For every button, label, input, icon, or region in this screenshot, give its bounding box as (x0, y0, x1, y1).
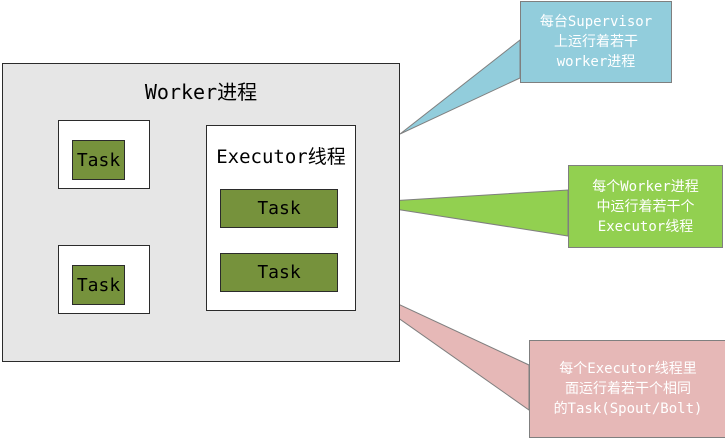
executor-callout: 每个Executor线程里 面运行着若干个相同 的Task(Spout/Bolt… (529, 340, 725, 438)
worker-callout: 每个Worker进程 中运行着若干个 Executor线程 (568, 165, 723, 248)
blue-callout-pointer (399, 38, 521, 135)
task-box: Task (72, 265, 125, 305)
task-box: Task (220, 253, 338, 292)
callout-line: 中运行着若干个 (596, 198, 695, 215)
callout-line: 面运行着若干个相同 (564, 381, 691, 397)
callout-line: 每台Supervisor (539, 14, 653, 30)
task-box: Task (220, 189, 338, 228)
supervisor-callout: 每台Supervisor 上运行着若干 worker进程 (520, 1, 672, 83)
callout-line: 上运行着若干 (553, 34, 638, 50)
worker-title: Worker进程 (144, 80, 258, 104)
callout-line: worker进程 (556, 54, 636, 70)
callout-line: 每个Worker进程 (592, 178, 699, 195)
task-box: Task (72, 140, 125, 180)
callout-line: Executor线程 (597, 218, 694, 235)
callout-line: 的Task(Spout/Bolt) (553, 401, 703, 417)
executor-title: Executor线程 (216, 146, 346, 168)
callout-line: 每个Executor线程里 (559, 361, 697, 377)
